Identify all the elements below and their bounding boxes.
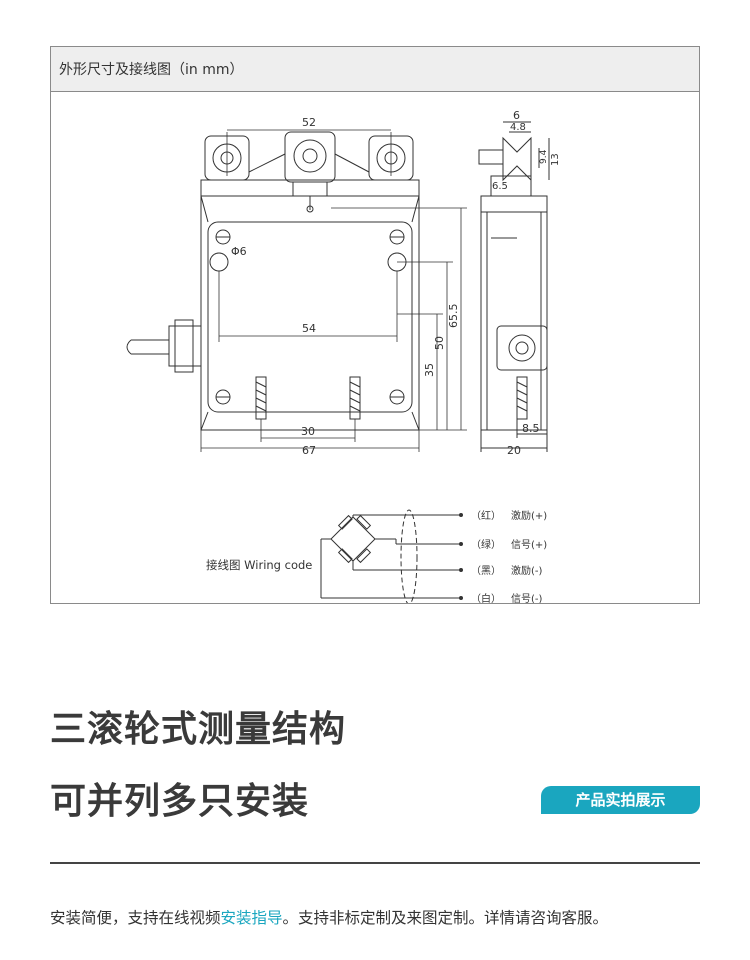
wire-signal-4: 信号(-) <box>511 593 543 603</box>
dim-20: 20 <box>507 444 521 457</box>
sensor-inner-plate <box>207 221 413 413</box>
headline-line-1: 三滚轮式测量结构 <box>50 709 347 750</box>
dim-6-5: 6.5 <box>492 181 508 192</box>
dim-52: 52 <box>302 116 316 129</box>
wire-color-3: （黑） <box>471 565 501 577</box>
wire-signal-2: 信号(+) <box>511 539 547 551</box>
dim-phi6: Φ6 <box>231 245 247 258</box>
technical-drawing: 52 54 30 67 Φ6 35 50 65.5 6 4.8 13 9.4 6… <box>126 109 561 603</box>
wiring-label: 接线图 Wiring code <box>206 558 312 572</box>
footer-note: 安装简便，支持在线视频安装指导。支持非标定制及来图定制。详情请咨询客服。 <box>50 906 608 928</box>
dim-9-4: 9.4 <box>539 149 549 164</box>
wire-signal-1: 激励(+) <box>511 509 547 522</box>
dim-30: 30 <box>301 425 315 438</box>
dim-13: 13 <box>550 153 561 166</box>
dim-4-8: 4.8 <box>510 122 526 133</box>
dim-54: 54 <box>302 322 316 335</box>
panel-header: 外形尺寸及接线图（in mm） <box>51 47 699 92</box>
wire-color-4: （白） <box>471 592 501 603</box>
product-photo-badge: 产品实拍展示 <box>541 786 700 814</box>
panel-title: 外形尺寸及接线图（in mm） <box>59 62 244 78</box>
headline-line-2: 可并列多只安装 <box>50 781 310 822</box>
divider <box>50 862 700 864</box>
wire-color-1: （红） <box>471 509 501 522</box>
sensor-body <box>200 195 420 431</box>
dim-65-5: 65.5 <box>447 304 460 329</box>
footer-text-before: 安装简便，支持在线视频 <box>50 909 221 927</box>
dim-67: 67 <box>302 444 316 457</box>
dim-8-5: 8.5 <box>522 422 540 435</box>
wiring-diagram <box>320 509 461 603</box>
dim-50: 50 <box>433 336 446 350</box>
install-guide-link[interactable]: 安装指导 <box>220 909 283 927</box>
dimension-panel: 外形尺寸及接线图（in mm） <box>50 46 700 604</box>
wire-color-2: （绿） <box>471 538 501 551</box>
dim-6: 6 <box>513 109 520 122</box>
side-view-body <box>480 195 548 431</box>
dim-35: 35 <box>423 363 436 377</box>
wire-signal-3: 激励(-) <box>511 564 543 577</box>
footer-text-after: 。支持非标定制及来图定制。详情请咨询客服。 <box>282 909 609 927</box>
